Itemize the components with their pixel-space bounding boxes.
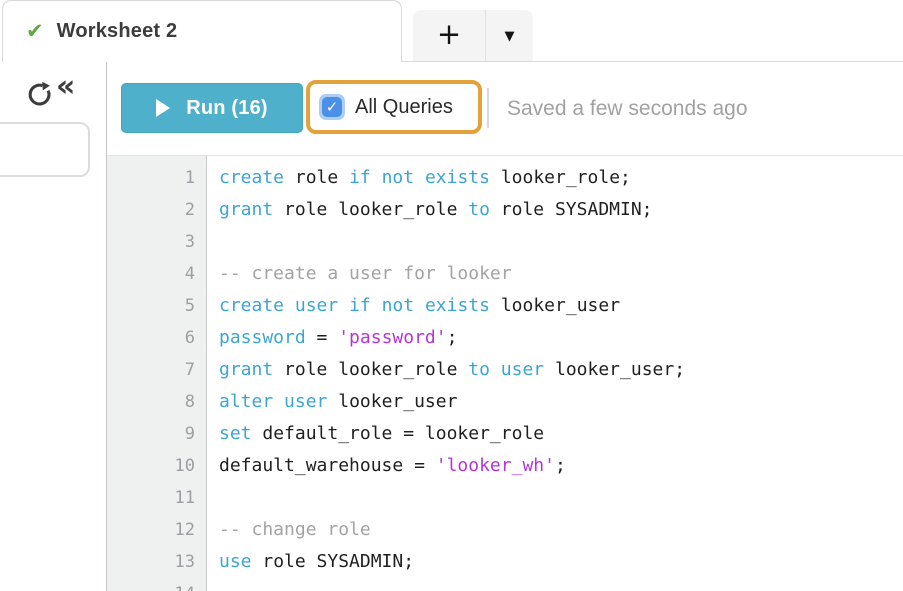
code-line[interactable]: 4 -- create a user for looker — [107, 258, 903, 290]
all-queries-highlight-ring: ✓ All Queries — [306, 80, 482, 134]
line-number: 4 — [184, 264, 195, 284]
worksheet-tab-bar: ✔ Worksheet 2 + ▼ — [0, 0, 903, 62]
code-text — [208, 578, 219, 591]
code-text: create role if not exists looker_role; — [219, 167, 631, 188]
worksheet-panel: Run (16) ✓ All Queries Saved a few secon… — [107, 62, 903, 591]
line-number: 1 — [184, 168, 195, 188]
line-number: 12 — [174, 520, 195, 540]
line-number: 7 — [184, 360, 195, 380]
code-line[interactable]: 13 use role SYSADMIN; — [107, 546, 903, 578]
line-number: 9 — [184, 424, 195, 444]
line-number: 6 — [184, 328, 195, 348]
line-number-gutter — [107, 156, 207, 591]
code-text: grant role looker_role to role SYSADMIN; — [219, 199, 653, 220]
code-text — [208, 226, 219, 258]
tab-actions-separator — [485, 10, 486, 61]
code-line[interactable]: 8 alter user looker_user — [107, 386, 903, 418]
code-line[interactable]: 12 -- change role — [107, 514, 903, 546]
double-chevron-left-icon: « — [56, 69, 76, 104]
line-number: 2 — [184, 200, 195, 220]
new-worksheet-button[interactable]: + — [413, 10, 485, 61]
line-number: 11 — [174, 488, 195, 508]
code-line[interactable]: 2 grant role looker_role to role SYSADMIN… — [107, 194, 903, 226]
line-number: 13 — [174, 552, 195, 572]
code-line[interactable]: 6 password = 'password'; — [107, 322, 903, 354]
main-area: « Run (16) ✓ All Queries Saved a fe — [0, 62, 903, 591]
run-button-label: Run (16) — [186, 96, 268, 119]
all-queries-checkbox[interactable]: ✓ — [319, 94, 345, 120]
tab-worksheet-2[interactable]: ✔ Worksheet 2 — [2, 0, 402, 62]
worksheet-toolbar: Run (16) ✓ All Queries Saved a few secon… — [107, 62, 903, 155]
play-icon — [156, 99, 171, 117]
line-number: 10 — [174, 456, 195, 476]
line-number: 8 — [184, 392, 195, 412]
code-line[interactable]: 7 grant role looker_role to user looker_u… — [107, 354, 903, 386]
tab-bar-divider — [401, 61, 903, 62]
chevron-down-icon: ▼ — [504, 29, 515, 44]
run-button[interactable]: Run (16) — [121, 83, 303, 133]
tab-label: Worksheet 2 — [56, 20, 178, 42]
checkbox-check-icon: ✓ — [322, 97, 342, 117]
collapse-sidebar-button[interactable]: « — [56, 70, 75, 104]
sidebar-search-box[interactable] — [0, 122, 90, 177]
saved-status-text: Saved a few seconds ago — [507, 96, 748, 120]
code-line[interactable]: 10 default_warehouse = 'looker_wh'; — [107, 450, 903, 482]
code-line[interactable]: 5 create user if not exists looker_user — [107, 290, 903, 322]
code-line[interactable]: 1 create role if not exists looker_role; — [107, 162, 903, 194]
code-text: alter user looker_user — [219, 391, 458, 412]
plus-icon: + — [436, 16, 462, 51]
worksheet-menu-button[interactable]: ▼ — [486, 10, 533, 61]
code-text: set default_role = looker_role — [219, 423, 545, 444]
all-queries-label[interactable]: All Queries — [355, 95, 453, 118]
line-number: 3 — [184, 232, 195, 252]
line-number: 14 — [107, 578, 208, 591]
code-text: -- create a user for looker — [219, 263, 512, 284]
refresh-button[interactable] — [26, 81, 53, 108]
worksheet-saved-check-icon: ✔ — [26, 19, 44, 43]
object-browser-sidebar: « — [0, 62, 107, 591]
code-text — [208, 482, 219, 514]
code-line[interactable]: 11 — [107, 482, 903, 514]
toolbar-separator — [487, 88, 489, 128]
tab-actions-group: + ▼ — [413, 10, 533, 61]
code-text: -- change role — [219, 519, 371, 540]
code-line[interactable]: 9 set default_role = looker_role — [107, 418, 903, 450]
sql-editor[interactable]: 1 create role if not exists looker_role; 2… — [107, 155, 903, 591]
code-text: default_warehouse = 'looker_wh'; — [219, 455, 566, 476]
refresh-icon — [28, 81, 51, 106]
code-lines: 1 create role if not exists looker_role; 2… — [107, 162, 903, 591]
code-text: use role SYSADMIN; — [219, 551, 415, 572]
code-line[interactable]: 3 — [107, 226, 903, 258]
code-text: password = 'password'; — [219, 327, 458, 348]
code-line[interactable]: 14 — [107, 578, 903, 591]
code-text: grant role looker_role to user looker_us… — [219, 359, 686, 380]
line-number: 5 — [184, 296, 195, 316]
code-text: create user if not exists looker_user — [219, 295, 621, 316]
